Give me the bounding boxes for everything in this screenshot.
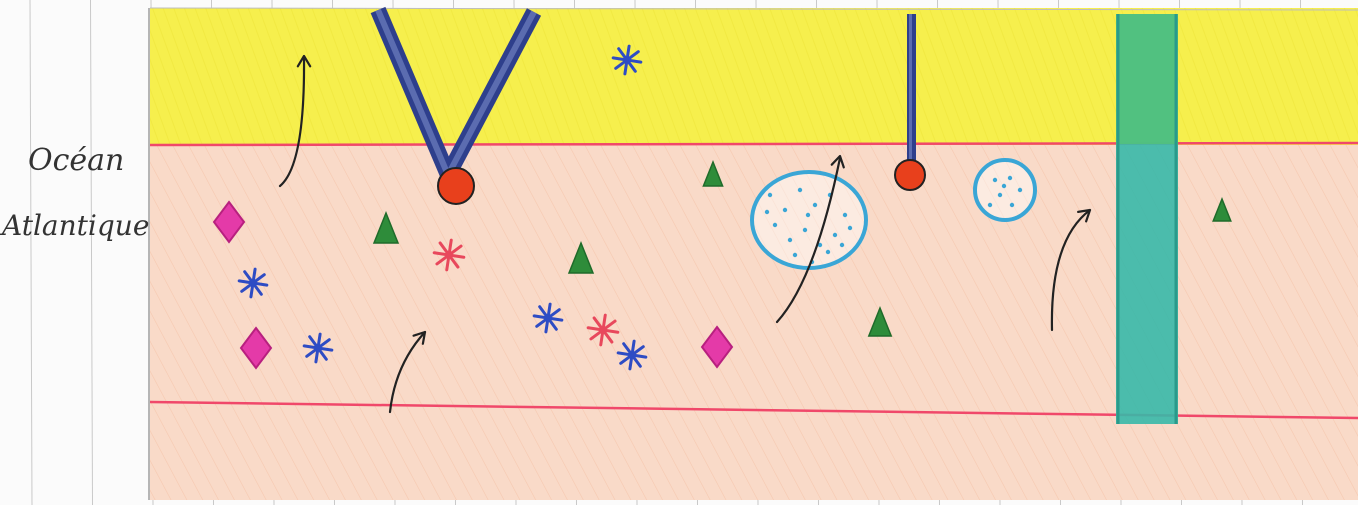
dot <box>1018 188 1022 192</box>
dot <box>843 213 847 217</box>
dot <box>788 238 792 242</box>
teal-band <box>1116 14 1178 424</box>
dot <box>998 193 1002 197</box>
dot <box>803 228 807 232</box>
label-atlantique: Atlantique <box>0 209 149 242</box>
dot <box>826 250 830 254</box>
dotted-circle-small <box>975 160 1035 220</box>
dot <box>840 243 844 247</box>
red-dot-icon <box>895 160 925 190</box>
red-dot-icon <box>438 168 474 204</box>
dotted-circle-large <box>752 172 866 268</box>
dot <box>993 178 997 182</box>
dot <box>765 210 769 214</box>
dot <box>833 233 837 237</box>
dot <box>813 203 817 207</box>
dot <box>798 188 802 192</box>
dot <box>1010 203 1014 207</box>
dot <box>768 193 772 197</box>
dot <box>783 208 787 212</box>
dot <box>848 226 852 230</box>
label-ocean: Océan <box>28 143 124 178</box>
dot <box>988 203 992 207</box>
dot <box>793 253 797 257</box>
dot <box>806 213 810 217</box>
dot <box>1008 176 1012 180</box>
dot <box>1002 184 1006 188</box>
dot <box>773 223 777 227</box>
